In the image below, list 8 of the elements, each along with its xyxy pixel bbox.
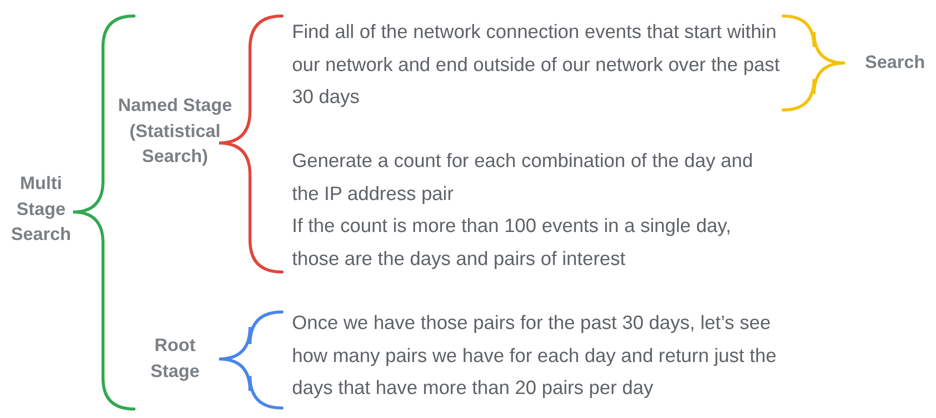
- stage-label: Search: [864, 51, 926, 74]
- stage-label: Named Stage (Statistical Search): [116, 94, 234, 168]
- step-text: Generate a count for each combination of the day and the IP address pair: [292, 150, 754, 206]
- stage-label: Multi Stage Search: [10, 172, 72, 246]
- step-text: If the count is more than 100 events in a single day, those are the days and pairs of interest: [292, 215, 732, 272]
- step-text: Find all of the network connection events that start within our network and end outside of our network over the past 30 days: [292, 21, 781, 110]
- step-text: Once we have those pairs for the past 30 days, let’s see how many pairs we have for each day and return just the days that have more than 20 pairs per day: [292, 312, 778, 401]
- stage-label: Root Stage: [149, 334, 201, 383]
